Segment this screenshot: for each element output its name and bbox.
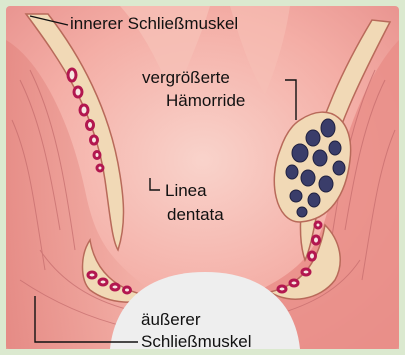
label-hemorrhoid-line1: vergrößerte — [142, 67, 230, 89]
label-outer-line1: äußerer — [141, 309, 201, 331]
label-hemorrhoid-line2: Hämorride — [166, 90, 245, 112]
label-inner-sphincter: innerer Schließmuskel — [70, 13, 238, 35]
label-outer-line2: Schließmuskel — [141, 331, 252, 353]
label-dentate-line1: Linea — [165, 180, 207, 202]
label-dentate-line2: dentata — [167, 204, 224, 226]
